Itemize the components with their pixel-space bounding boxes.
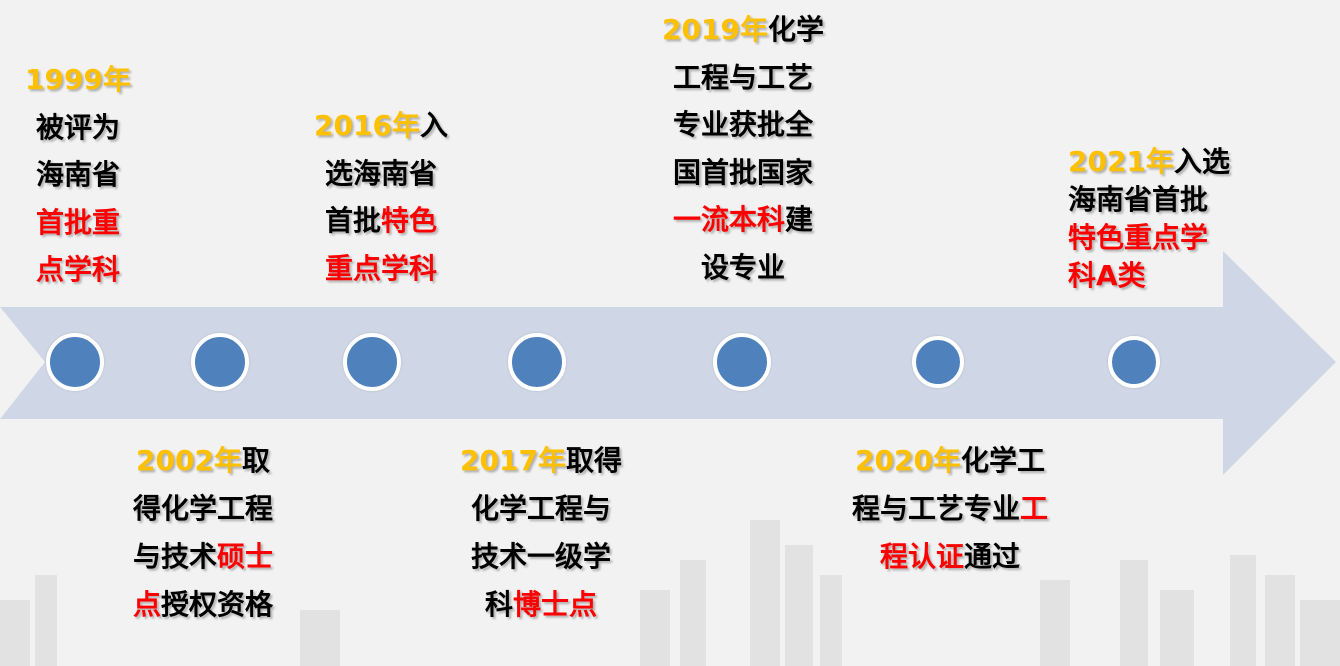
event-2017: 2017年取得化学工程与技术一级学科博士点: [460, 437, 622, 629]
event-line: 重点学科: [314, 245, 448, 293]
event-line: 科博士点: [460, 581, 622, 629]
timeline-dot-2019: [713, 333, 771, 391]
event-line: 被评为: [25, 104, 131, 152]
event-line: 科A类: [1068, 257, 1230, 295]
event-text: 专业获批全: [672, 108, 814, 141]
event-highlight-text: 特色: [380, 204, 438, 237]
event-year: 2020年: [855, 444, 961, 477]
event-line: 2016年入: [314, 102, 448, 150]
event-line: 技术一级学: [460, 533, 622, 581]
event-line: 点学科: [25, 246, 131, 294]
event-line: 一流本科建: [662, 196, 824, 244]
event-year: 2017年: [460, 444, 566, 477]
event-highlight-text: 特色重点学: [1068, 221, 1209, 254]
event-text: 海南省: [35, 158, 120, 191]
event-highlight-text: 科A类: [1068, 259, 1146, 292]
event-1999: 1999年被评为海南省首批重点学科: [25, 56, 131, 294]
event-text: 取: [241, 444, 270, 477]
event-2019: 2019年化学工程与工艺专业获批全国首批国家一流本科建设专业: [662, 6, 824, 291]
event-text: 设专业: [700, 250, 786, 284]
event-line: 国首批国家: [662, 149, 824, 197]
event-highlight-text: 一流本科: [672, 203, 785, 236]
event-line: 选海南省: [314, 150, 448, 198]
event-line: 2020年化学工: [852, 437, 1048, 485]
event-text: 得化学工程: [132, 492, 273, 525]
event-text: 工程与工艺: [672, 60, 814, 94]
event-line: 2002年取: [133, 437, 273, 485]
event-text: 入选: [1173, 145, 1230, 178]
event-line: 海南省首批: [1068, 181, 1230, 219]
event-line: 程认证通过: [852, 533, 1048, 581]
event-2002: 2002年取得化学工程与技术硕士点授权资格: [133, 437, 273, 629]
event-text: 授权资格: [161, 588, 274, 621]
event-2020: 2020年化学工程与工艺专业工程认证通过: [852, 437, 1048, 581]
event-line: 海南省: [25, 151, 131, 199]
event-text: 化学: [767, 13, 824, 46]
event-text: 技术一级学: [470, 540, 612, 573]
event-text: 取得: [565, 444, 622, 477]
event-text: 建: [784, 203, 814, 236]
event-line: 首批重: [25, 199, 131, 247]
timeline-dot-1999: [46, 333, 104, 391]
event-text: 选海南省: [324, 156, 438, 190]
timeline-dot-2016: [343, 333, 401, 391]
timeline-dot-2002: [191, 333, 249, 391]
event-line: 与技术硕士: [133, 533, 273, 581]
event-2016: 2016年入选海南省首批特色重点学科: [314, 102, 448, 292]
event-line: 2021年入选: [1068, 143, 1230, 181]
event-year: 2021年: [1068, 145, 1174, 178]
event-highlight-text: 点: [132, 588, 161, 621]
event-highlight-text: 点学科: [35, 253, 120, 286]
event-line: 1999年: [25, 56, 131, 104]
event-2021: 2021年入选海南省首批特色重点学科A类: [1068, 143, 1230, 295]
event-text: 被评为: [35, 110, 120, 144]
event-text: 化学工: [960, 444, 1045, 477]
event-highlight-text: 程认证: [879, 540, 964, 573]
event-highlight-text: 重点学科: [324, 251, 438, 285]
event-year: 1999年: [25, 63, 131, 96]
event-line: 得化学工程: [133, 485, 273, 533]
event-year: 2019年: [662, 13, 768, 46]
event-highlight-text: 硕士: [217, 540, 274, 573]
event-line: 2019年化学: [662, 6, 824, 54]
event-text: 程与工艺专业: [851, 492, 1020, 525]
event-highlight-text: 首批重: [35, 205, 120, 239]
timeline-dot-2017: [508, 333, 566, 391]
event-text: 化学工程与: [470, 492, 612, 525]
event-year: 2002年: [136, 444, 242, 477]
event-text: 入: [419, 109, 448, 142]
event-highlight-text: 工: [1020, 492, 1049, 525]
event-line: 化学工程与: [460, 485, 622, 533]
event-line: 点授权资格: [133, 581, 273, 629]
event-line: 特色重点学: [1068, 219, 1230, 257]
event-line: 程与工艺专业工: [852, 485, 1048, 533]
event-year: 2016年: [314, 109, 420, 142]
event-text: 与技术: [132, 540, 217, 573]
event-text: 首批: [324, 204, 381, 237]
timeline-dot-2021: [1108, 336, 1160, 388]
event-line: 设专业: [662, 244, 824, 292]
event-line: 2017年取得: [460, 437, 622, 485]
event-text: 国首批国家: [672, 155, 814, 189]
event-text: 通过: [964, 540, 1021, 573]
event-line: 工程与工艺: [662, 54, 824, 102]
event-text: 科: [484, 588, 513, 621]
event-line: 首批特色: [314, 197, 448, 245]
event-line: 专业获批全: [662, 101, 824, 149]
event-highlight-text: 博士点: [512, 588, 598, 621]
event-text: 海南省首批: [1068, 183, 1209, 216]
timeline-dot-2020: [912, 336, 964, 388]
